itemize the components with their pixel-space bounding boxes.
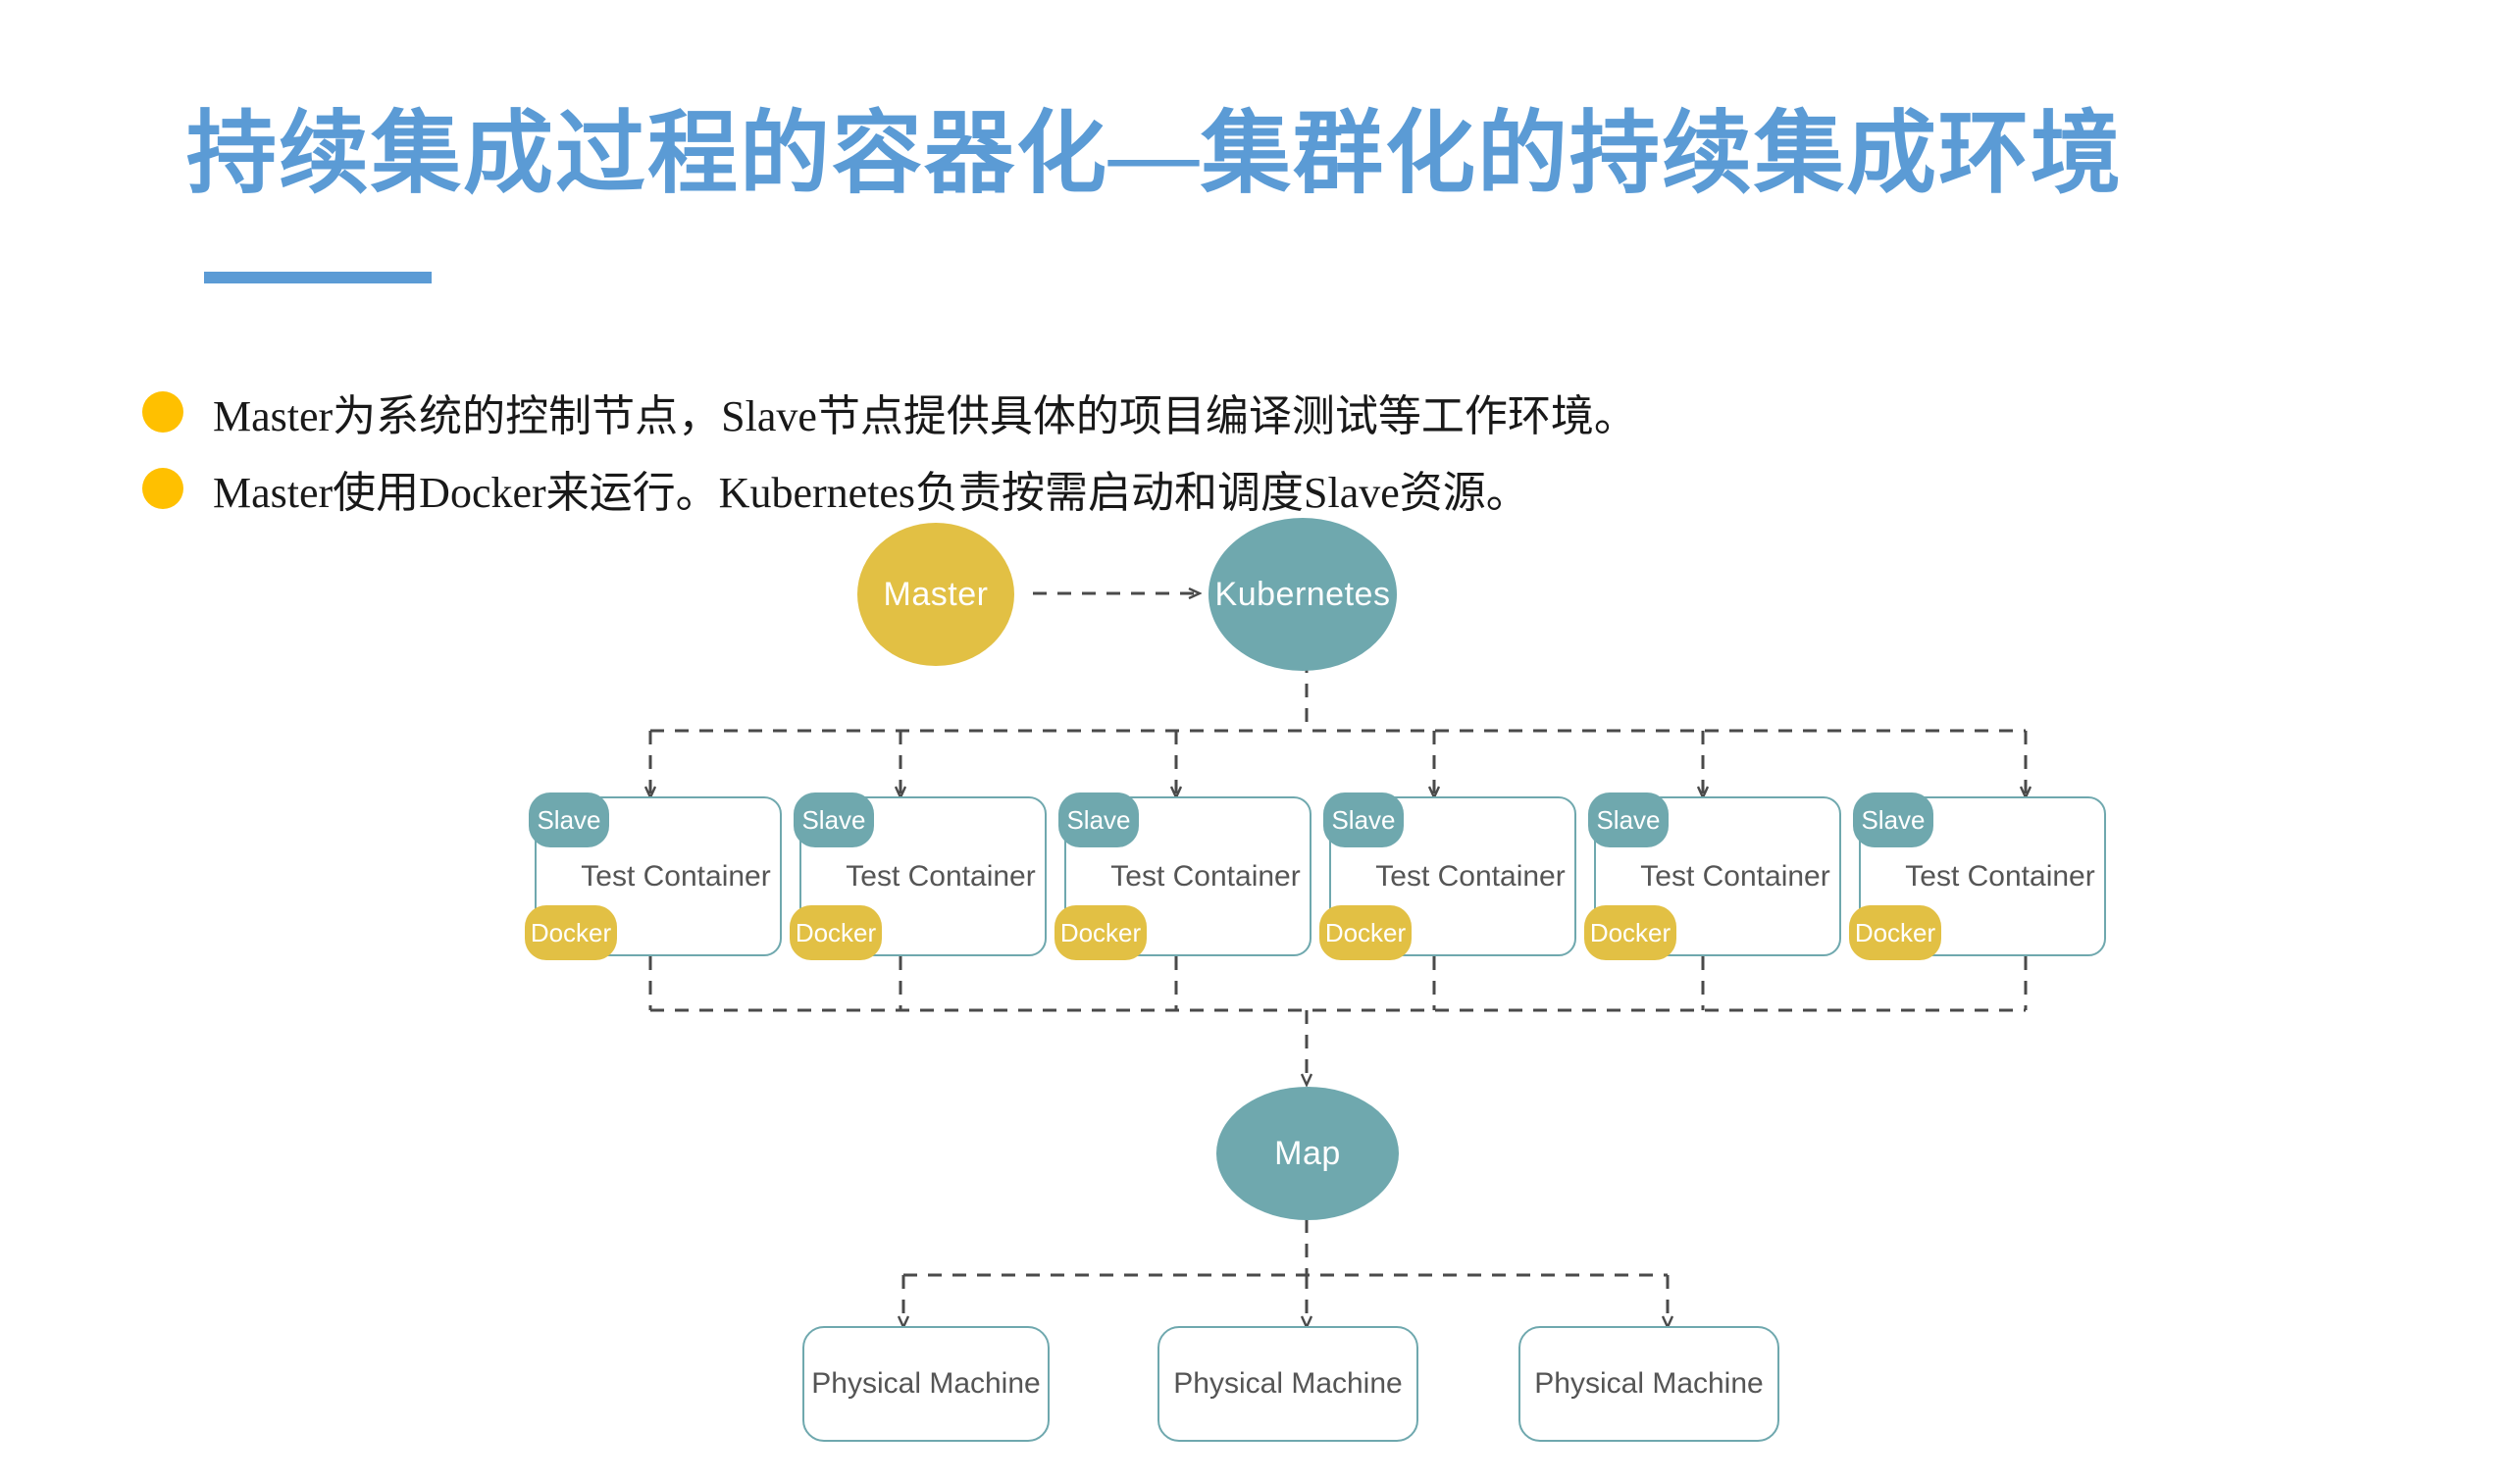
- docker-badge: Docker: [1319, 905, 1412, 960]
- slave-container-2[interactable]: Slave Test Container Docker: [790, 792, 1047, 960]
- page-title: 持续集成过程的容器化—集群化的持续集成环境: [186, 104, 2124, 204]
- slave-badge-label: Slave: [801, 804, 866, 835]
- slave-badge: Slave: [1058, 792, 1139, 847]
- slave-badge: Slave: [1853, 792, 1933, 847]
- slave-container-label: Test Container: [1905, 859, 2095, 893]
- node-master[interactable]: Master: [857, 523, 1014, 666]
- slave-badge: Slave: [1323, 792, 1404, 847]
- slave-container-3[interactable]: Slave Test Container Docker: [1054, 792, 1311, 960]
- slave-container-6[interactable]: Slave Test Container Docker: [1849, 792, 2106, 960]
- circle-bullet-icon: [142, 391, 183, 433]
- docker-badge: Docker: [1849, 905, 1941, 960]
- slave-container-5[interactable]: Slave Test Container Docker: [1584, 792, 1841, 960]
- docker-badge-label: Docker: [1059, 917, 1142, 947]
- slave-badge-label: Slave: [1066, 804, 1131, 835]
- physical-machine-label: Physical Machine: [811, 1367, 1041, 1400]
- physical-machine-label: Physical Machine: [1534, 1367, 1764, 1400]
- node-map[interactable]: Map: [1216, 1087, 1399, 1220]
- bullet-item-2: Master使用Docker来运行。Kubernetes负责按需启动和调度Sla…: [142, 457, 1529, 520]
- slave-badge-label: Slave: [1861, 804, 1926, 835]
- slave-container-label: Test Container: [1640, 859, 1830, 893]
- docker-badge-label: Docker: [1589, 917, 1671, 947]
- docker-badge: Docker: [1584, 905, 1676, 960]
- title-accent-bar: [204, 272, 432, 283]
- physical-machine-2[interactable]: Physical Machine: [1157, 1326, 1418, 1442]
- slave-container-label: Test Container: [1110, 859, 1301, 893]
- slave-badge: Slave: [529, 792, 609, 847]
- docker-badge-label: Docker: [530, 917, 612, 947]
- slave-badge: Slave: [794, 792, 874, 847]
- docker-badge-label: Docker: [1324, 917, 1407, 947]
- node-master-label: Master: [883, 575, 989, 613]
- slave-badge-label: Slave: [1596, 804, 1661, 835]
- physical-machine-3[interactable]: Physical Machine: [1518, 1326, 1779, 1442]
- bullet-text-2: Master使用Docker来运行。Kubernetes负责按需启动和调度Sla…: [213, 469, 1529, 517]
- docker-badge: Docker: [525, 905, 617, 960]
- bullet-text-1: Master为系统的控制节点，Slave节点提供具体的项目编译测试等工作环境。: [213, 392, 1637, 440]
- slave-badge-label: Slave: [537, 804, 601, 835]
- docker-badge-label: Docker: [1854, 917, 1936, 947]
- circle-bullet-icon: [142, 468, 183, 509]
- physical-machine-1[interactable]: Physical Machine: [802, 1326, 1050, 1442]
- slave-container-label: Test Container: [1375, 859, 1566, 893]
- bullet-item-1: Master为系统的控制节点，Slave节点提供具体的项目编译测试等工作环境。: [142, 381, 1637, 443]
- slave-container-4[interactable]: Slave Test Container Docker: [1319, 792, 1576, 960]
- node-map-label: Map: [1274, 1134, 1341, 1172]
- node-kubernetes[interactable]: Kubernetes: [1209, 518, 1397, 671]
- physical-machine-label: Physical Machine: [1173, 1367, 1403, 1400]
- docker-badge-label: Docker: [795, 917, 877, 947]
- slave-badge: Slave: [1588, 792, 1669, 847]
- docker-badge: Docker: [1054, 905, 1147, 960]
- slave-container-label: Test Container: [846, 859, 1036, 893]
- slave-container-1[interactable]: Slave Test Container Docker: [525, 792, 782, 960]
- slave-badge-label: Slave: [1331, 804, 1396, 835]
- docker-badge: Docker: [790, 905, 882, 960]
- node-kubernetes-label: Kubernetes: [1214, 575, 1391, 613]
- slave-container-label: Test Container: [581, 859, 771, 893]
